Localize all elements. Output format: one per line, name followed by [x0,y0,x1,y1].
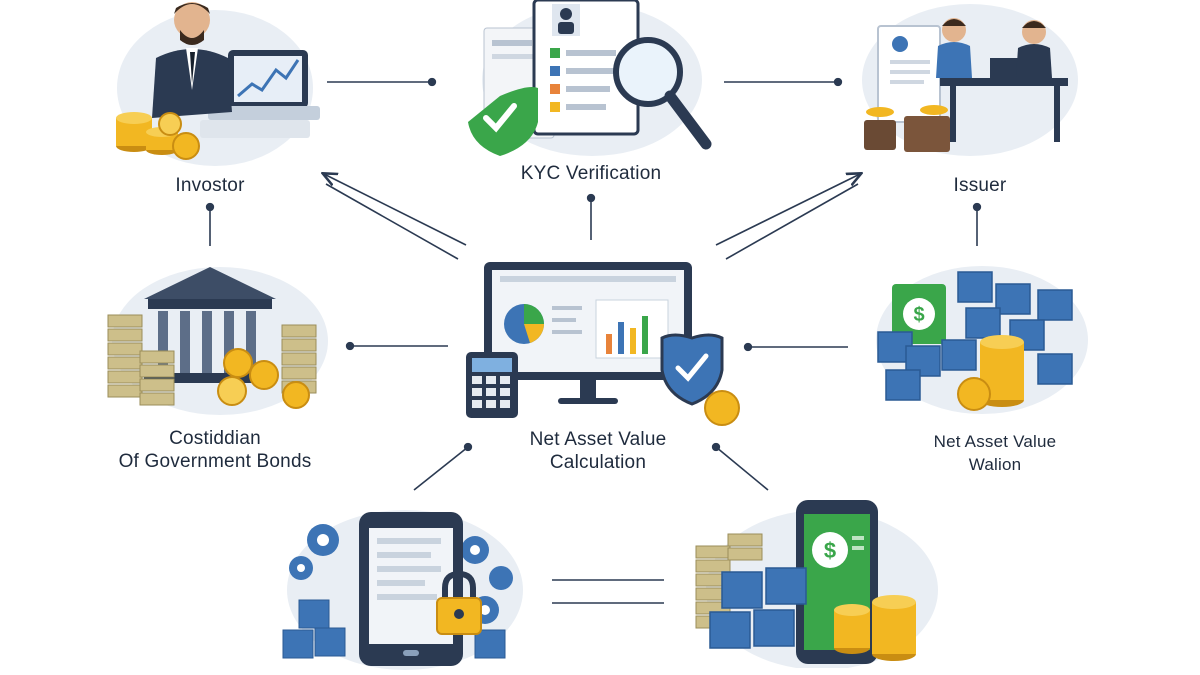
custodian-label-line2: Of Government Bonds [118,451,312,472]
arrow-nav-investor-a [324,174,467,246]
bank-building-icon [107,267,328,415]
dollar-wallet-blocks-icon: $ [876,266,1088,414]
arrow-nav-smart [413,442,473,491]
svg-text:$: $ [824,538,836,563]
arrow-nav-issuer-a [715,174,860,246]
nav-calc-label: Net Asset Value Calculation [480,428,716,474]
custodian-label: Costiddian Of Government Bonds [70,427,360,473]
nav-wallet-label-line2: Walion [968,455,1022,474]
kyc-document-magnifier-icon [468,0,712,156]
investor-label: Invostor [175,175,245,196]
nav-calc-label-line1: Net Asset Value [529,429,667,450]
monitor-calculator-shield-icon [466,262,740,426]
nav-wallet-label-line1: Net Asset Value [933,432,1057,451]
nav-calc-label-line2: Calculation [549,452,647,473]
kyc-label: KYC Verification [520,163,662,184]
issuer-meeting-icon [862,4,1078,156]
issuer-label: Issuer [953,175,1007,196]
phone-dollar-coins-icon: $ [695,500,938,668]
investor-laptop-icon [116,2,320,166]
arrow-nav-investor-b [325,183,459,260]
arrow-nav-issuer-b [725,183,859,260]
phone-lock-gears-icon [282,510,523,670]
nav-wallet-label: Net Asset Value Walion [880,430,1110,476]
custodian-label-line1: Costiddian [169,428,261,449]
arrow-nav-token [711,442,769,491]
svg-text:$: $ [913,304,924,326]
